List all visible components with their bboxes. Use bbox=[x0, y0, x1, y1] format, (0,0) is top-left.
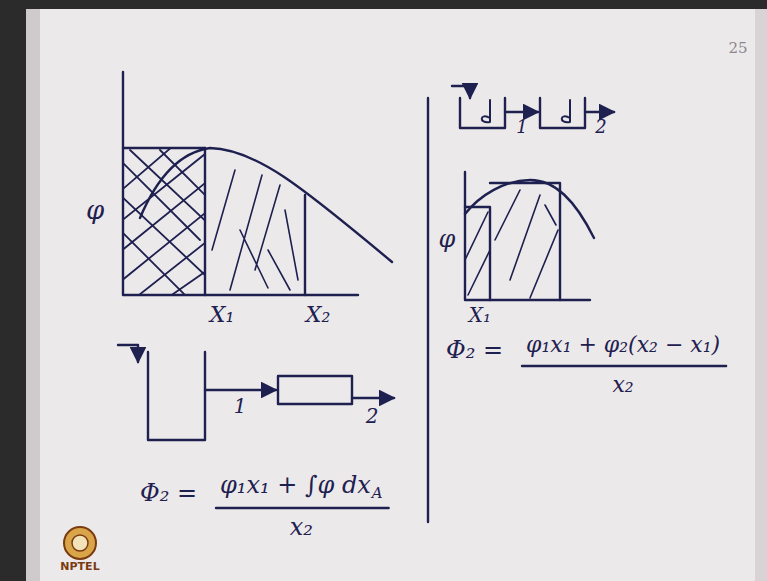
equation-lhs: Φ₂ = bbox=[140, 480, 197, 508]
stream-number: 2 bbox=[366, 405, 379, 428]
graph-axes bbox=[465, 172, 590, 300]
cstr-tank bbox=[148, 352, 205, 440]
area-hatch bbox=[495, 190, 558, 298]
equation-denominator: x₂ bbox=[290, 514, 313, 542]
axis-label: φ bbox=[439, 226, 456, 254]
step-2 bbox=[490, 183, 560, 300]
cstr-tank bbox=[460, 98, 505, 128]
stream-arrow bbox=[205, 389, 276, 391]
stream-number: 1 bbox=[516, 117, 527, 138]
paper bbox=[26, 9, 767, 581]
rectangle-top bbox=[123, 147, 205, 149]
step-1 bbox=[465, 207, 490, 300]
equation-numerator: φ₁x₁ + φ₂(x₂ − x₁) bbox=[526, 332, 720, 357]
cstr-tank bbox=[540, 98, 585, 128]
axis-tick-label: X₁ bbox=[210, 302, 234, 327]
stream-number: 2 bbox=[595, 117, 606, 138]
x2-line bbox=[304, 195, 306, 295]
stream-arrow bbox=[505, 111, 538, 113]
pfr-tube bbox=[278, 376, 352, 404]
outlet-arrow bbox=[585, 111, 614, 113]
area-hatch bbox=[212, 170, 298, 290]
inlet-arrow bbox=[452, 86, 470, 98]
stream-number: 1 bbox=[234, 395, 247, 418]
equation-numerator: φ₁x₁ + ∫φ dx bbox=[220, 472, 371, 500]
fraction-bar bbox=[522, 365, 726, 367]
divider-line bbox=[427, 98, 429, 522]
equation-denominator: x₂ bbox=[612, 372, 633, 397]
watermark: NPTEL bbox=[60, 561, 99, 574]
axis-label: φ bbox=[86, 196, 104, 226]
outlet-arrow bbox=[352, 397, 394, 399]
stirrer bbox=[482, 100, 490, 122]
phi-curve bbox=[465, 180, 594, 238]
paper-edge bbox=[755, 9, 767, 581]
area-hatch bbox=[465, 212, 490, 295]
inlet-arrow bbox=[118, 345, 138, 362]
paper-edge bbox=[26, 9, 40, 581]
stirrer bbox=[562, 100, 570, 122]
equation-lhs: Φ₂ = bbox=[446, 337, 503, 365]
fraction-bar bbox=[216, 507, 389, 509]
equation-subscript: A bbox=[372, 485, 383, 502]
axis-tick-label: X₁ bbox=[469, 304, 491, 327]
page-number: 25 bbox=[728, 40, 747, 57]
cross-hatch bbox=[123, 148, 205, 295]
axis-tick-label: X₂ bbox=[306, 302, 330, 327]
nptel-logo bbox=[64, 527, 96, 559]
